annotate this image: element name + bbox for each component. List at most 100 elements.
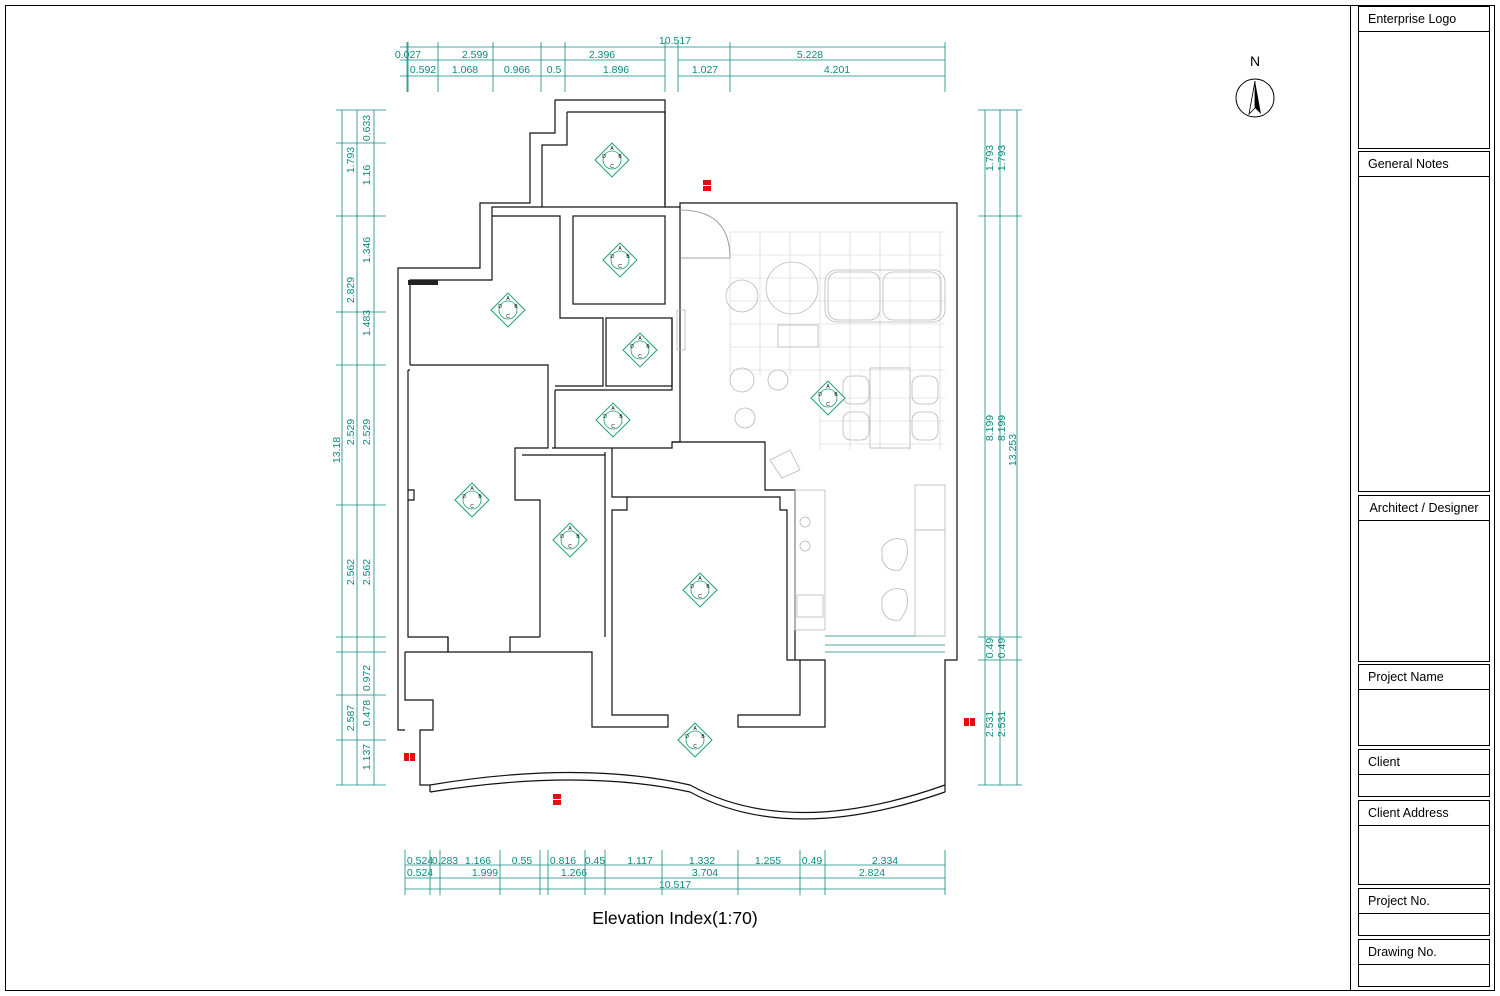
dim-top-row2-6: 4.201 xyxy=(824,64,850,76)
title-block-logo: Enterprise Logo xyxy=(1358,6,1490,149)
dim-right-inner-1: 8.199 xyxy=(996,415,1008,441)
furniture xyxy=(676,261,946,637)
title-block-label: Client xyxy=(1359,750,1489,775)
svg-text:A: A xyxy=(638,336,642,342)
dim-bottom-row1-4: 0.816 xyxy=(550,855,576,867)
dim-bottom-row2-1: 1.999 xyxy=(472,867,498,879)
dim-right-outer-0: 1.793 xyxy=(984,145,996,171)
dim-top-row1-0: 0.027 xyxy=(395,49,421,61)
walls xyxy=(397,99,958,820)
dim-left-outer-3: 2.562 xyxy=(345,559,357,585)
title-block-label: Architect / Designer xyxy=(1359,496,1489,521)
svg-text:A: A xyxy=(698,576,702,582)
dim-bottom-row2-2: 1.266 xyxy=(561,867,587,879)
view-marker-top xyxy=(703,180,711,191)
svg-text:B: B xyxy=(478,494,482,500)
view-marker-left xyxy=(404,753,415,761)
svg-text:A: A xyxy=(610,146,614,152)
svg-text:B: B xyxy=(514,304,518,310)
svg-text:D: D xyxy=(603,414,607,420)
dim-top-row2-0: 0.592 xyxy=(410,64,436,76)
dim-top-row1-3: 5.228 xyxy=(797,49,823,61)
north-label: N xyxy=(1249,53,1261,69)
dim-left-inner-5: 2.562 xyxy=(361,559,373,585)
svg-text:B: B xyxy=(646,344,650,350)
svg-text:B: B xyxy=(618,154,622,160)
dim-top-row2-2: 0.966 xyxy=(504,64,530,76)
title-block-project-no: Project No. xyxy=(1358,888,1490,936)
dim-left-outer-4: 2.587 xyxy=(345,705,357,731)
dim-top-row2-3: 0.5 xyxy=(547,64,562,76)
drawing-caption: Elevation Index(1:70) xyxy=(592,908,758,928)
svg-text:D: D xyxy=(560,534,564,540)
dim-left-inner-6: 0.972 xyxy=(361,665,373,691)
svg-text:C: C xyxy=(610,164,614,170)
dim-left-inner-3: 1.483 xyxy=(361,310,373,336)
dim-bottom-row2-4: 2.824 xyxy=(859,867,885,879)
svg-text:A: A xyxy=(611,406,615,412)
svg-text:B: B xyxy=(701,734,705,740)
dim-top-row1-2: 2.396 xyxy=(589,49,615,61)
dim-left-outer-1: 2.829 xyxy=(345,277,357,303)
svg-text:D: D xyxy=(498,304,502,310)
dim-top-row2-4: 1.896 xyxy=(603,64,629,76)
svg-text:D: D xyxy=(610,254,614,260)
dim-left-inner-0: 0.633 xyxy=(361,115,373,141)
dim-bottom-row1-0: 0.524 xyxy=(407,855,433,867)
dim-right-total: 13.253 xyxy=(1007,434,1019,466)
title-block-label: Client Address xyxy=(1359,801,1489,826)
dim-bottom-row1-7: 1.332 xyxy=(689,855,715,867)
svg-text:D: D xyxy=(685,734,689,740)
dim-bottom-row2-0: 0.524 xyxy=(407,867,433,879)
dim-bottom-row1-3: 0.55 xyxy=(512,855,533,867)
view-markers xyxy=(404,180,975,805)
dim-bottom-total: 10.517 xyxy=(659,879,691,891)
title-block-label: Enterprise Logo xyxy=(1359,7,1489,32)
dim-bottom-row1-6: 1.117 xyxy=(627,855,653,867)
dim-left-inner-2: 1.346 xyxy=(361,237,373,263)
title-block-label: Project Name xyxy=(1359,665,1489,690)
dim-right-outer-3: 2.531 xyxy=(984,711,996,737)
svg-text:C: C xyxy=(506,314,510,320)
svg-text:B: B xyxy=(706,584,710,590)
dim-right-inner-2: 0.49 xyxy=(996,638,1008,659)
svg-text:D: D xyxy=(602,154,606,160)
north-arrow-icon xyxy=(1235,78,1275,118)
svg-text:C: C xyxy=(698,594,702,600)
drawing-sheet-border xyxy=(5,5,1495,991)
title-block: Enterprise Logo General Notes Architect … xyxy=(1350,5,1495,991)
dim-left-outer-0: 1.793 xyxy=(345,147,357,173)
svg-text:C: C xyxy=(611,424,615,430)
dim-right-inner-0: 1.793 xyxy=(996,145,1008,171)
svg-text:C: C xyxy=(826,402,830,408)
dim-bottom-row1-10: 2.334 xyxy=(872,855,898,867)
svg-text:C: C xyxy=(693,744,697,750)
dim-bottom-row1-2: 1.166 xyxy=(465,855,491,867)
svg-text:D: D xyxy=(818,392,822,398)
svg-text:C: C xyxy=(618,264,622,270)
dim-left-outer-2: 2.529 xyxy=(345,419,357,445)
title-block-drawing-no: Drawing No. xyxy=(1358,939,1490,987)
svg-text:A: A xyxy=(826,384,830,390)
title-block-label: Drawing No. xyxy=(1359,940,1489,965)
dim-bottom-row1-8: 1.255 xyxy=(755,855,781,867)
dim-top-total: 10.517 xyxy=(659,35,691,47)
dim-bottom-row1-1: 0.283 xyxy=(432,855,458,867)
dim-top-row2-1: 1.068 xyxy=(452,64,478,76)
svg-text:D: D xyxy=(690,584,694,590)
title-block-label: Project No. xyxy=(1359,889,1489,914)
